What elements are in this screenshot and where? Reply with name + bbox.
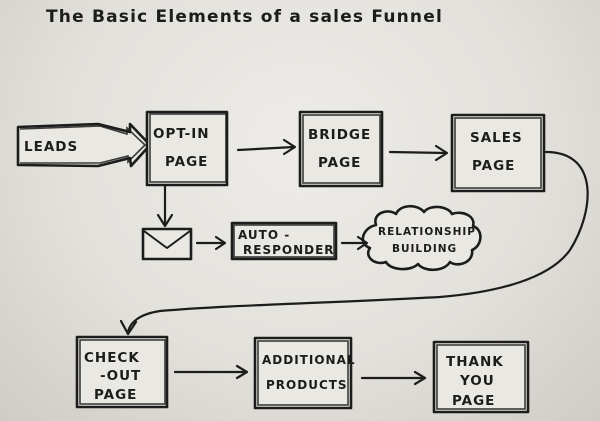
additional-label-2: PRODUCTS — [266, 378, 348, 392]
diagram-title: The Basic Elements of a sales Funnel — [46, 7, 443, 27]
thank-you-page-node: THANK YOU PAGE — [432, 340, 530, 414]
checkout-label-2: -OUT — [100, 368, 141, 384]
leads-node: LEADS — [16, 122, 152, 168]
thank-you-label-3: PAGE — [452, 393, 495, 409]
checkout-label-1: CHECK — [84, 350, 140, 366]
leads-label: LEADS — [24, 139, 78, 155]
opt-in-label-1: OPT-IN — [153, 126, 210, 142]
bridge-page-node: BRIDGE PAGE — [298, 110, 384, 188]
opt-in-label-2: PAGE — [165, 154, 208, 170]
checkout-label-3: PAGE — [94, 387, 137, 403]
arrow-optin-to-envelope — [156, 184, 174, 228]
arrow-envelope-to-autoresponder — [195, 235, 227, 251]
arrow-additional-to-thankyou — [360, 370, 427, 386]
additional-products-node: ADDITIONAL PRODUCTS — [253, 336, 356, 410]
sales-label-1: SALES — [470, 130, 523, 146]
check-out-page-node: CHECK -OUT PAGE — [75, 335, 169, 409]
arrow-sales-to-checkout — [119, 150, 589, 336]
relationship-label-2: BUILDING — [392, 243, 457, 255]
bridge-label-1: BRIDGE — [308, 127, 371, 143]
arrow-bridge-to-sales — [388, 144, 449, 162]
arrow-optin-to-bridge — [236, 138, 297, 156]
thank-you-label-2: YOU — [459, 373, 495, 389]
auto-responder-label-2: RESPONDER — [243, 243, 335, 257]
envelope-icon — [141, 227, 193, 261]
sales-label-2: PAGE — [472, 158, 515, 174]
arrow-checkout-to-additional — [173, 364, 249, 380]
bridge-label-2: PAGE — [318, 155, 361, 171]
sales-page-node: SALES PAGE — [450, 113, 546, 193]
relationship-label-1: RELATIONSHIP — [378, 226, 476, 238]
additional-label-1: ADDITIONAL — [262, 353, 356, 367]
auto-responder-label-1: AUTO - — [238, 228, 290, 242]
relationship-building-cloud: RELATIONSHIP BUILDING — [361, 204, 482, 272]
auto-responder-node: AUTO - RESPONDER — [230, 221, 338, 261]
thank-you-label-1: THANK — [446, 354, 504, 370]
opt-in-page-node: OPT-IN PAGE — [145, 110, 229, 187]
arrow-autoresponder-to-relationship — [340, 235, 369, 251]
